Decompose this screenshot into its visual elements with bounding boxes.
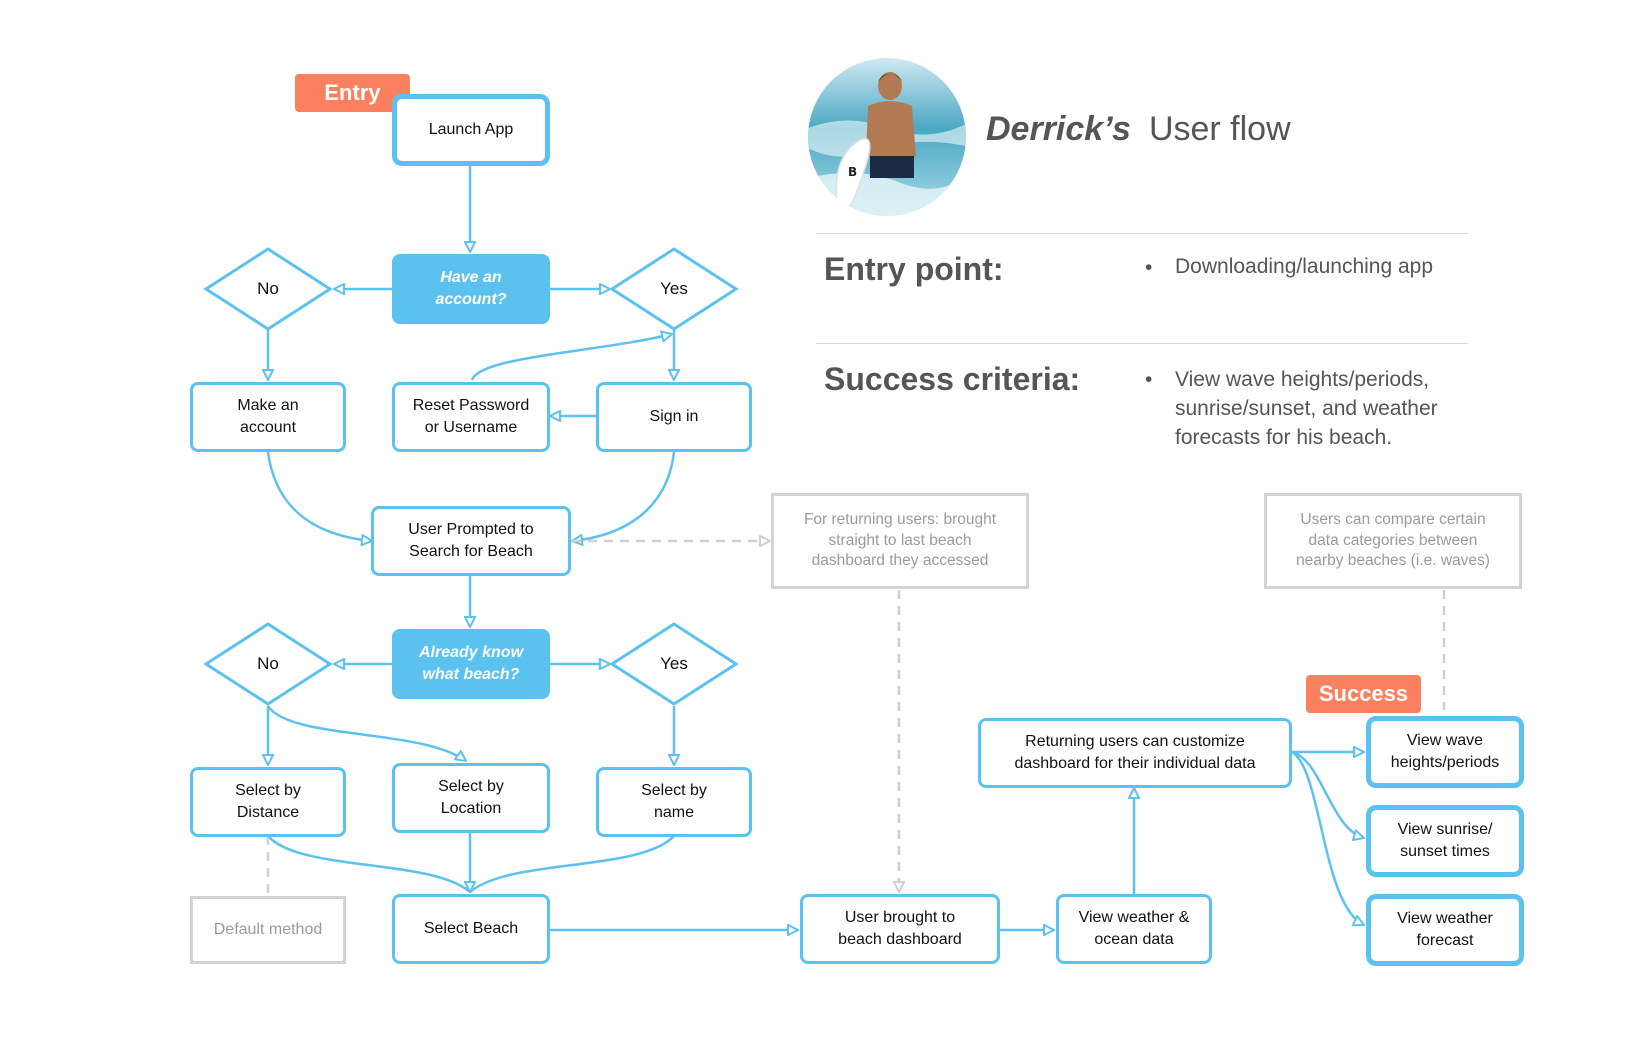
node-select-location: Select by Location: [392, 763, 550, 833]
node-sign-in: Sign in: [596, 382, 752, 452]
make-account-line-1: Make an: [237, 397, 299, 415]
note-returning-users: For returning users: brought straight to …: [771, 493, 1029, 589]
returning-customize-line-1: Returning users can customize: [1025, 733, 1245, 751]
select-distance-line-2: Distance: [236, 804, 300, 821]
diamond-no-2: No: [257, 654, 279, 673]
arrow-reset-to-yes: [470, 334, 672, 381]
reset-password-line-1: Reset Password: [412, 397, 530, 415]
returning-note-line-2: straight to last beach: [828, 531, 972, 549]
view-wave-line-2: heights/periods: [1390, 754, 1500, 771]
arrow-customize-to-forecast: [1291, 750, 1364, 925]
view-weather-ocean-line-2: ocean data: [1094, 931, 1174, 948]
success-line-2: sunrise/sunset, and weather: [1175, 397, 1438, 420]
view-weather-ocean-line-1: View weather &: [1078, 909, 1190, 927]
node-view-forecast: View weather forecast: [1366, 894, 1524, 966]
compare-note-line-1: Users can compare certain: [1300, 510, 1486, 528]
node-default-method: Default method: [190, 896, 346, 964]
decision-no-2-shape: [203, 622, 333, 706]
success-tag: Success: [1306, 675, 1421, 713]
decision-no-1-shape: [203, 247, 333, 331]
success-bullet: •: [1145, 368, 1153, 391]
node-user-brought: User brought to beach dashboard: [800, 894, 1000, 964]
user-brought-line-2: beach dashboard: [838, 931, 962, 948]
node-make-account: Make an account: [190, 382, 346, 452]
node-view-weather-ocean: View weather & ocean data: [1056, 894, 1212, 964]
returning-note-line-1: For returning users: brought: [803, 510, 997, 528]
success-line-1: View wave heights/periods,: [1175, 368, 1430, 391]
compare-note-line-2: data categories between: [1308, 531, 1478, 549]
flow-title-text: User flow: [1148, 110, 1291, 148]
diamond-yes-1: Yes: [660, 279, 688, 298]
divider-middle: [816, 343, 1468, 344]
already-know-line-2: what beach?: [422, 666, 520, 683]
sign-in-label: Sign in: [649, 408, 699, 426]
flow-title: Derrick’s User flow: [986, 110, 1291, 149]
view-wave-line-1: View wave: [1406, 732, 1484, 750]
returning-note-line-3: dashboard they accessed: [811, 552, 989, 570]
arrow-name-to-select-beach: [469, 835, 675, 893]
entry-point-text: Downloading/launching app: [1175, 255, 1434, 278]
view-forecast-line-1: View weather: [1397, 910, 1493, 928]
arrow-customize-to-sunrise: [1291, 750, 1364, 838]
decision-yes-2-shape: [609, 622, 739, 706]
select-distance-line-1: Select by: [235, 782, 301, 800]
already-know-line-1: Already know: [418, 644, 524, 662]
entry-bullet: •: [1145, 256, 1153, 279]
node-select-beach: Select Beach: [392, 894, 550, 964]
arrow-signin-to-prompt: [572, 451, 676, 541]
node-view-wave: View wave heights/periods: [1366, 716, 1524, 788]
compare-note-line-3: nearby beaches (i.e. waves): [1296, 552, 1490, 570]
entry-tag: Entry: [295, 74, 410, 112]
have-account-line-1: Have an: [440, 269, 502, 287]
arrow-no2-to-location: [266, 705, 466, 761]
select-name-line-2: name: [653, 804, 695, 821]
diamond-no-1: No: [257, 279, 279, 298]
node-already-know: Already know what beach?: [392, 629, 550, 699]
view-sunrise-line-2: sunset times: [1400, 843, 1490, 860]
node-launch-app: Launch App: [392, 94, 550, 166]
user-brought-line-1: User brought to: [844, 909, 956, 927]
node-select-name: Select by name: [596, 767, 752, 837]
diamond-yes-2: Yes: [660, 654, 688, 673]
entry-point-label: Entry point:: [824, 251, 1004, 287]
node-reset-password: Reset Password or Username: [392, 382, 550, 452]
default-method-label: Default method: [213, 921, 323, 939]
returning-customize-line-2: dashboard for their individual data: [1014, 755, 1256, 772]
node-user-prompted: User Prompted to Search for Beach: [371, 506, 571, 576]
divider-top: [816, 233, 1468, 234]
svg-text:B: B: [848, 165, 857, 179]
select-location-line-2: Location: [440, 800, 502, 817]
have-account-line-2: account?: [435, 291, 507, 308]
select-beach-label: Select Beach: [423, 920, 519, 938]
view-sunrise-line-1: View sunrise/: [1397, 821, 1493, 839]
arrow-distance-to-select-beach: [267, 835, 471, 893]
note-compare-beaches: Users can compare certain data categories…: [1264, 493, 1522, 589]
view-forecast-line-2: forecast: [1416, 932, 1474, 949]
node-have-account: Have an account?: [392, 254, 550, 324]
node-launch-app-label: Launch App: [428, 121, 514, 139]
make-account-line-2: account: [239, 419, 297, 436]
decision-yes-1-shape: [609, 247, 739, 331]
select-name-line-1: Select by: [641, 782, 707, 800]
success-criteria-text: View wave heights/periods, sunrise/sunse…: [1175, 365, 1438, 452]
node-view-sunrise: View sunrise/sunset times: [1366, 805, 1524, 877]
select-location-line-1: Select by: [438, 778, 504, 796]
persona-name: Derrick’s: [986, 110, 1131, 148]
success-criteria-label: Success criteria:: [824, 361, 1081, 397]
persona-avatar: B: [808, 58, 966, 216]
reset-password-line-2: or Username: [424, 419, 518, 436]
node-select-distance: Select by Distance: [190, 767, 346, 837]
success-line-3: forecasts for his beach.: [1175, 426, 1393, 449]
user-prompted-line-1: User Prompted to: [408, 521, 534, 539]
node-returning-customize: Returning users can customize dashboard f…: [978, 718, 1292, 788]
arrow-make-account-to-prompt: [266, 451, 372, 541]
user-prompted-line-2: Search for Beach: [409, 543, 533, 560]
